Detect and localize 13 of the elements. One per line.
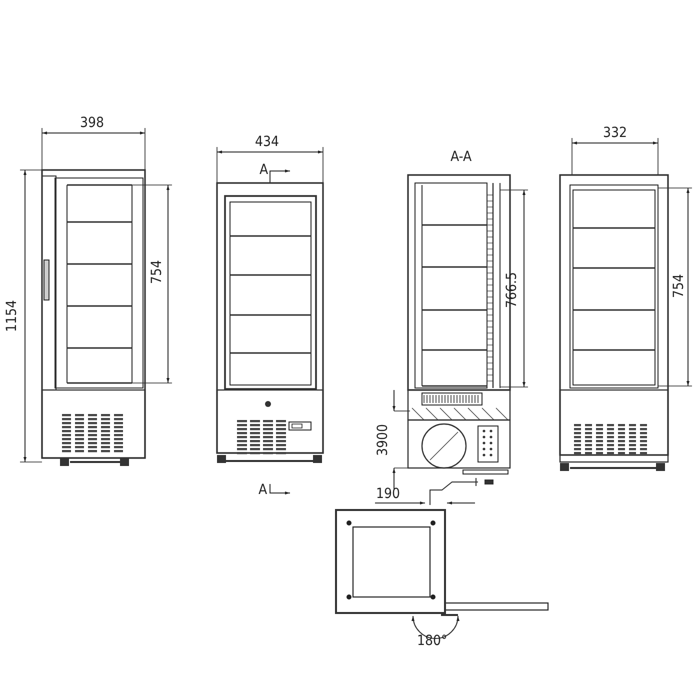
dimension-value: 190 xyxy=(376,487,400,501)
dimension-value: 434 xyxy=(255,135,280,149)
dimension-value: 754 xyxy=(672,274,686,298)
section-label: A xyxy=(260,163,268,177)
section-label: A-A xyxy=(450,150,472,164)
angle-value: 180° xyxy=(417,634,448,648)
dimension-value: 3900 xyxy=(376,424,390,456)
dimension-value: 332 xyxy=(603,126,628,140)
section-label: A xyxy=(258,483,268,497)
dimension-value: 766.5 xyxy=(505,272,520,308)
dimension-value: 1154 xyxy=(5,300,20,332)
dimension-value: 754 xyxy=(150,260,164,284)
dimension-value: 398 xyxy=(80,116,104,130)
